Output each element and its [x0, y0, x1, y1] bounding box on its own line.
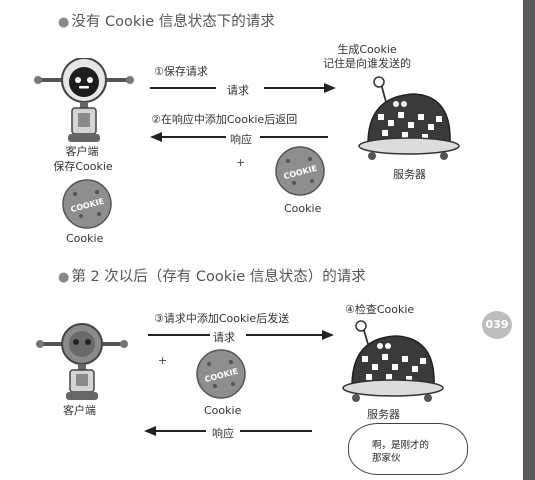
- response-label-1: 响应: [230, 133, 252, 146]
- response-label-2: 响应: [212, 427, 234, 440]
- speech-bubble: [348, 423, 468, 475]
- plus-sign-2: +: [158, 354, 168, 367]
- section1-heading: ●没有 Cookie 信息状态下的请求: [58, 14, 275, 30]
- step2-label: ②在响应中添加Cookie后返回: [151, 113, 298, 126]
- speech-bubble-line1: 啊，是刚才的: [372, 440, 430, 451]
- bullet-icon: ●: [58, 270, 70, 285]
- request-label-1: 请求: [227, 84, 249, 97]
- bullet-icon: ●: [58, 15, 70, 30]
- plus-sign-1: +: [236, 156, 246, 169]
- server-note-line2: 记住是向谁发送的: [323, 57, 411, 70]
- server-label-2: 服务器: [367, 408, 400, 421]
- client-label-1: 客户端: [65, 145, 99, 158]
- request-label-2: 请求: [213, 331, 235, 344]
- page-edge-bar: [523, 0, 535, 480]
- client-robot-1: [34, 58, 134, 142]
- client-save-cookie-label: 保存Cookie: [53, 160, 113, 173]
- cookie-label-2: Cookie: [204, 404, 242, 417]
- client-robot-2: [36, 323, 128, 400]
- page-number-badge: 039: [482, 311, 512, 339]
- server-label-1: 服务器: [393, 168, 426, 181]
- speech-bubble-text: 啊，是刚才的 那家伙: [372, 439, 452, 465]
- response-arrow-2: [144, 426, 312, 436]
- cookie-icon: COOKIE: [196, 349, 246, 399]
- cookie-label-left: Cookie: [66, 232, 104, 245]
- step3-label: ③请求中添加Cookie后发送: [154, 312, 290, 325]
- step1-label: ①保存请求: [154, 65, 208, 78]
- response-arrow-1: [150, 132, 328, 142]
- speech-bubble-line2: 那家伙: [372, 453, 401, 464]
- step4-label: ④检查Cookie: [345, 303, 415, 316]
- request-arrow-2: [148, 330, 334, 340]
- client-label-2: 客户端: [63, 404, 96, 417]
- cookie-label-right: Cookie: [284, 202, 322, 215]
- cookie-icon: COOKIE: [275, 146, 325, 196]
- server-robot-1: [358, 76, 460, 160]
- section2-heading: ●第 2 次以后（存有 Cookie 信息状态）的请求: [58, 269, 366, 285]
- cookie-icon: COOKIE: [62, 179, 112, 229]
- server-note-line1: 生成Cookie: [337, 43, 397, 56]
- request-arrow-1: [150, 83, 336, 93]
- server-robot-2: [342, 320, 444, 402]
